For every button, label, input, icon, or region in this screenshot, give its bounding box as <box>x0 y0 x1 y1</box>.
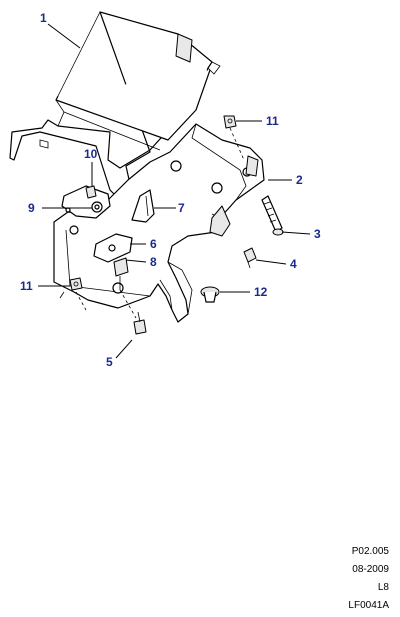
callout-6: 6 <box>150 237 157 251</box>
callout-2: 2 <box>296 173 303 187</box>
callout-1: 1 <box>40 11 47 25</box>
leader-lines <box>38 23 311 359</box>
assembly-guide-lines <box>75 127 245 319</box>
figure-id: LF0041A <box>348 600 389 611</box>
reference-block: P02.005 08-2009 L8 LF0041A <box>348 543 389 615</box>
part-5-screw <box>133 311 147 335</box>
callout-5: 5 <box>106 355 113 369</box>
callout-labels: 1 2 3 4 5 6 7 8 9 10 11 11 12 <box>20 11 321 369</box>
callout-11-left: 11 <box>20 279 33 293</box>
part-3-bolt <box>261 195 284 236</box>
callout-3: 3 <box>314 227 321 241</box>
callout-9: 9 <box>28 201 35 215</box>
callout-10: 10 <box>84 147 98 161</box>
page-code: P02.005 <box>351 546 389 557</box>
level-code: L8 <box>377 582 389 593</box>
part-4-screw <box>243 247 257 269</box>
part-8-screw <box>113 257 129 290</box>
part-6-block <box>93 233 133 263</box>
callout-7: 7 <box>178 201 185 215</box>
part-7-clip <box>131 189 155 223</box>
part-11-nuts <box>69 115 237 291</box>
revision-date: 08-2009 <box>352 564 389 575</box>
callout-8: 8 <box>150 255 157 269</box>
callout-11-top: 11 <box>266 114 279 128</box>
callout-4: 4 <box>290 257 297 271</box>
callout-12: 12 <box>254 285 268 299</box>
part-12-clip <box>200 286 220 303</box>
